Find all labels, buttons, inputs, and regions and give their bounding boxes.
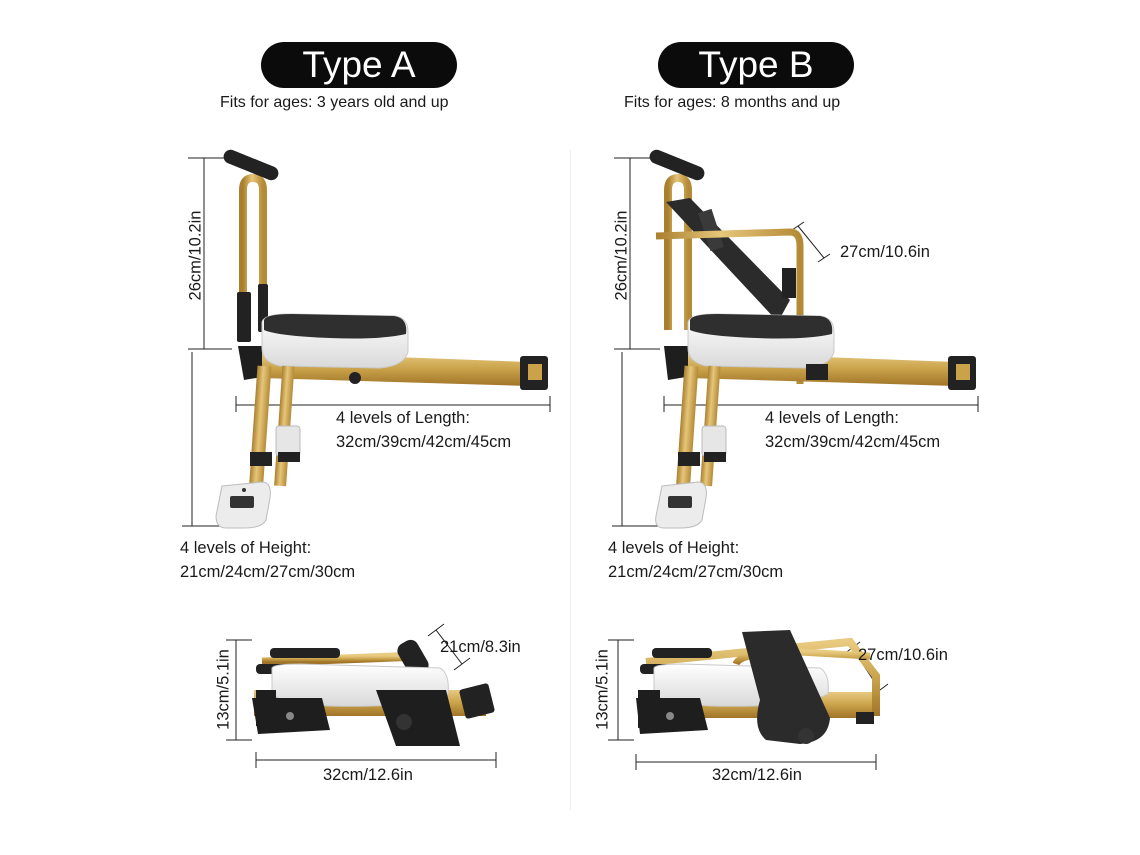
type-b-length-values: 32cm/39cm/42cm/45cm: [765, 433, 941, 451]
type-b-height-values: 21cm/24cm/27cm/30cm: [608, 563, 784, 581]
type-a-length-title: 4 levels of Length:: [336, 409, 470, 427]
column-divider: [570, 150, 571, 810]
type-a-title: Type A: [261, 42, 457, 88]
type-a-folded-length-label: 32cm/12.6in: [323, 766, 413, 784]
type-b-upright-dimensions: [612, 157, 979, 527]
type-b-height-title: 4 levels of Height:: [608, 539, 740, 557]
type-a-back-height-label: 26cm/10.2in: [186, 210, 205, 301]
type-a-seat-upright: [182, 149, 551, 529]
type-b-length-title: 4 levels of Length:: [765, 409, 899, 427]
type-b-title: Type B: [658, 42, 854, 88]
type-b-seat-folded: [608, 630, 889, 770]
type-a-length-values: 32cm/39cm/42cm/45cm: [336, 433, 512, 451]
type-b-age-fit: Fits for ages: 8 months and up: [624, 94, 841, 111]
type-a-handle-width-label: 21cm/8.3in: [440, 638, 521, 656]
type-a-height-title: 4 levels of Height:: [180, 539, 312, 557]
type-a-seat-folded: [226, 623, 497, 768]
type-b-seat-upright: [612, 149, 979, 529]
type-a-height-values: 21cm/24cm/27cm/30cm: [180, 563, 356, 581]
type-b-folded-height-label: 13cm/5.1in: [593, 649, 612, 730]
type-a-age-fit: Fits for ages: 3 years old and up: [220, 94, 449, 111]
type-b-folded-length-label: 32cm/12.6in: [712, 766, 802, 784]
type-b-armrest-width-label: 27cm/10.6in: [840, 243, 930, 261]
type-a-folded-height-label: 13cm/5.1in: [214, 649, 233, 730]
type-b-back-height-label: 26cm/10.2in: [612, 210, 631, 301]
type-a-folded-dimensions: [226, 623, 497, 768]
type-b-folded-armrest-label: 27cm/10.6in: [858, 646, 948, 664]
